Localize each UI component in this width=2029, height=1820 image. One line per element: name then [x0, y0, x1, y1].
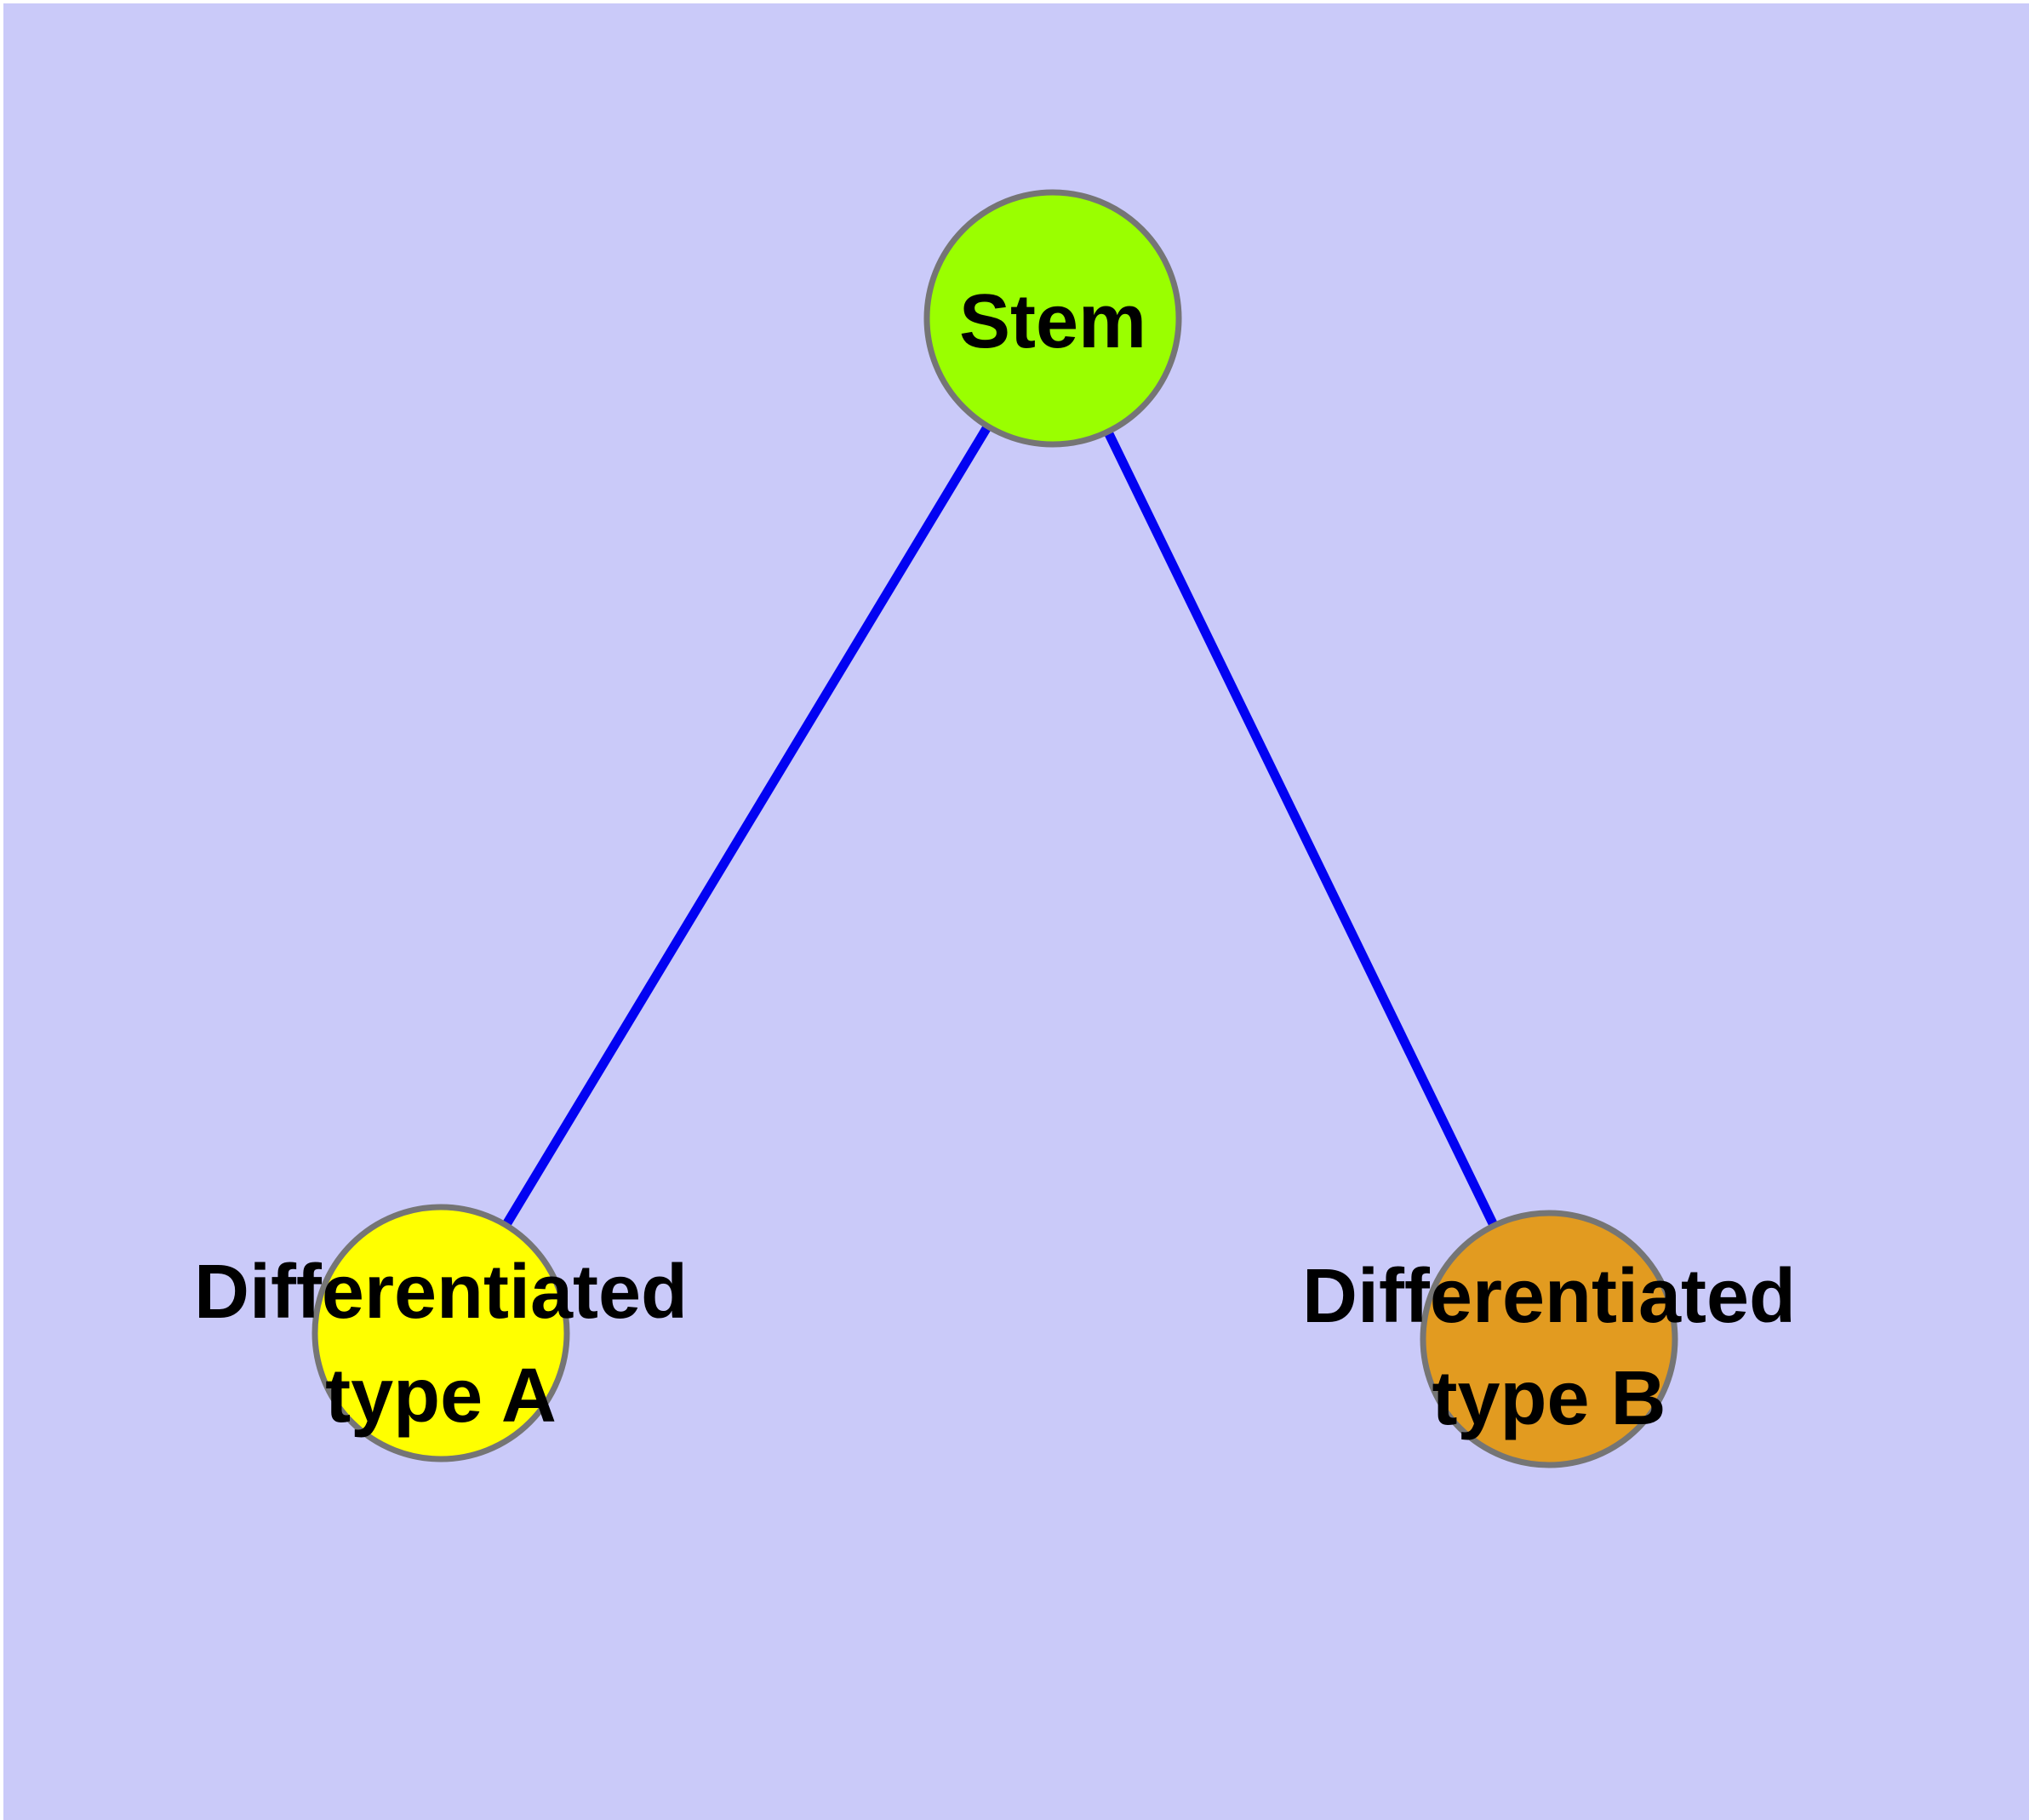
label-layer: Stem Differentiated type A Differentiate…	[194, 279, 1796, 1441]
stem-node	[923, 189, 1182, 448]
type-b-node	[1420, 1210, 1678, 1468]
edge-stem-to-type-a	[437, 316, 1057, 1336]
type-b-node-label-line-2: type B	[1432, 1356, 1666, 1441]
stem-node-label: Stem	[959, 279, 1146, 364]
node-layer	[311, 189, 1678, 1468]
type-a-node	[311, 1204, 570, 1462]
type-b-node-label-line-1: Differentiated	[1302, 1254, 1796, 1339]
type-a-node-label-line-2: type A	[325, 1354, 557, 1439]
edge-stem-to-type-b	[1049, 316, 1553, 1342]
type-a-node-label-line-1: Differentiated	[194, 1250, 688, 1335]
edge-layer	[437, 316, 1553, 1342]
